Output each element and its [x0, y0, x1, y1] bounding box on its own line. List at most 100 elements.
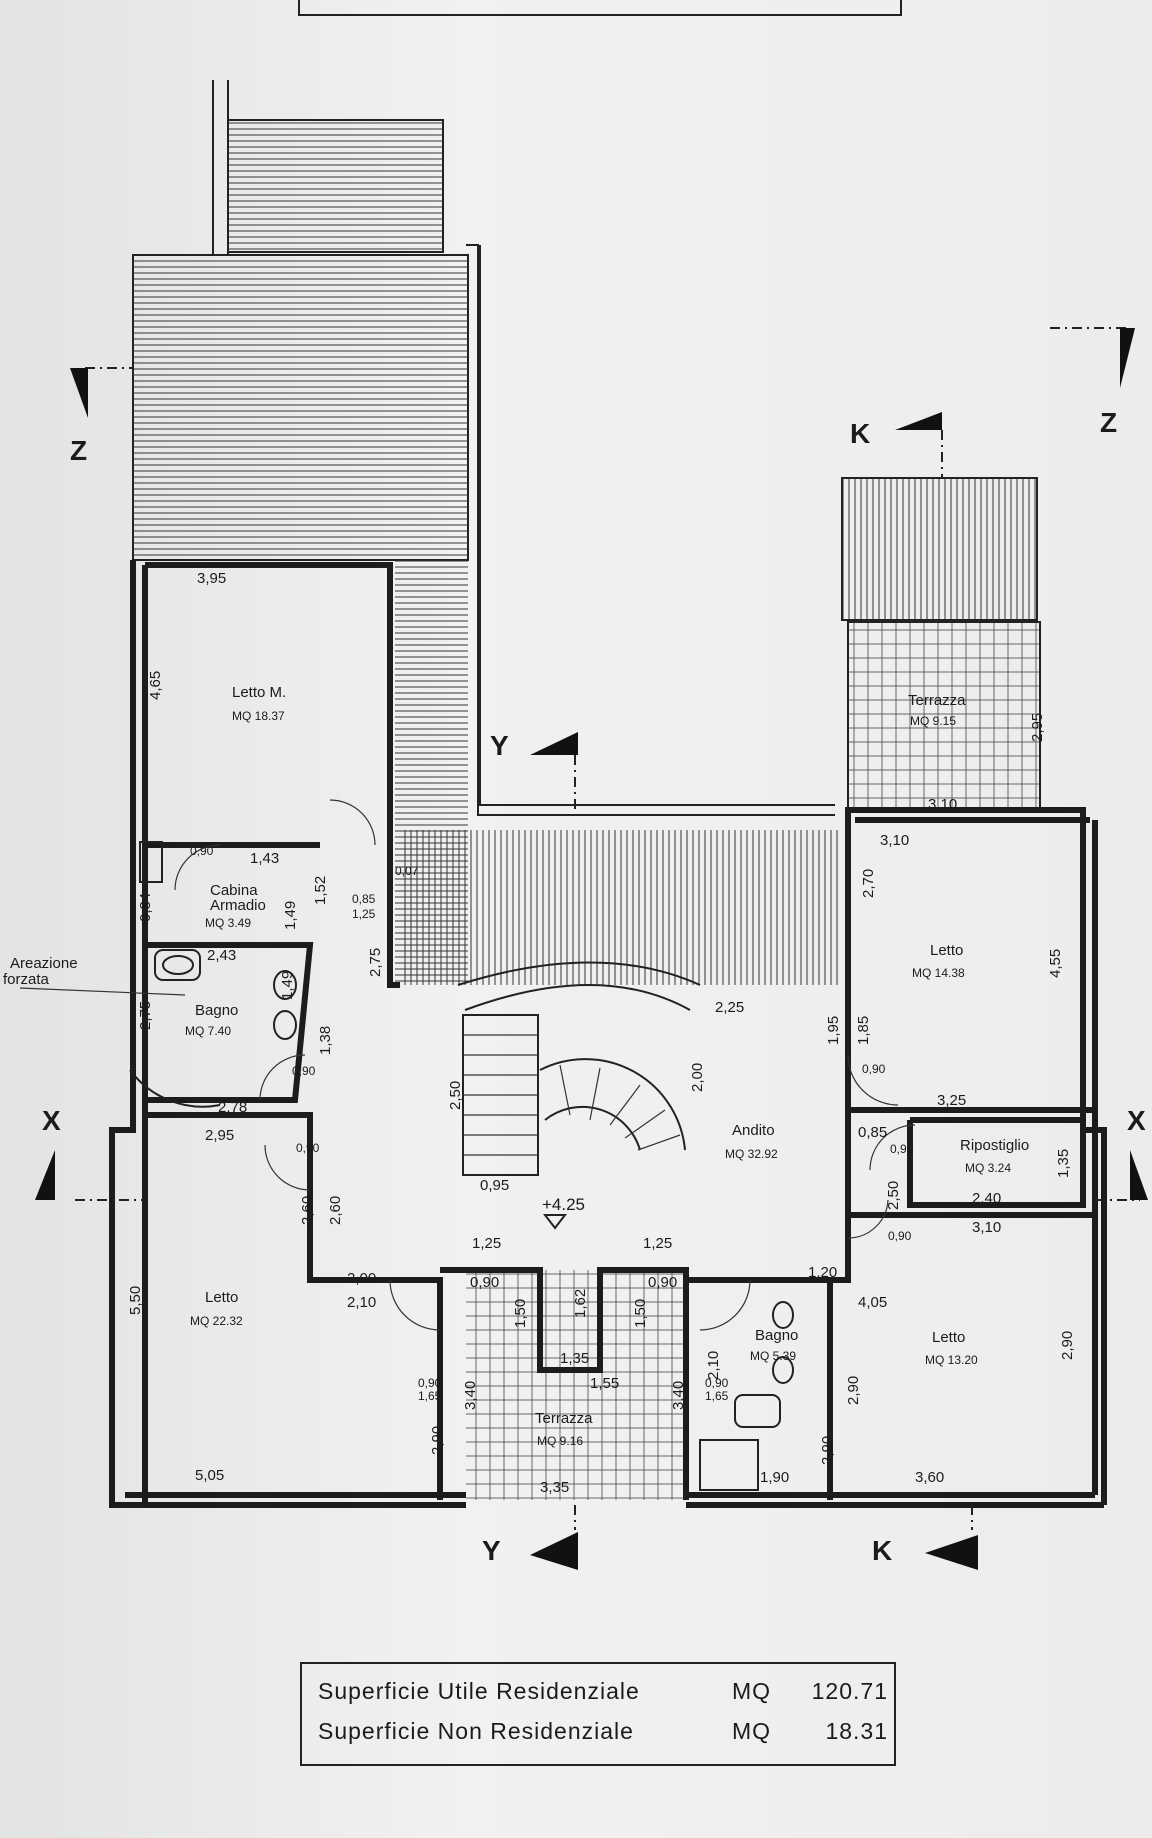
svg-text:3,60: 3,60	[915, 1469, 944, 1486]
section-label-z-right: Z	[1100, 407, 1117, 438]
legend-label: Superficie Non Residenziale	[318, 1718, 634, 1744]
room-name-letto-2: Letto	[930, 942, 963, 959]
section-label-z-left: Z	[70, 435, 87, 466]
svg-text:2,00: 2,00	[347, 1270, 376, 1287]
title-block-edge	[298, 0, 902, 16]
svg-text:0,90: 0,90	[292, 1064, 316, 1078]
room-name-bagno-2: Bagno	[755, 1327, 798, 1344]
svg-text:0,07: 0,07	[395, 864, 419, 878]
legend-unit: MQ	[732, 1678, 772, 1704]
svg-text:0,84: 0,84	[137, 893, 154, 922]
dimensions: 3,95 1,43 2,43 2,78 2,95 5,05 2,00 2,10 …	[195, 570, 1001, 1496]
section-label-y-bottom: Y	[482, 1535, 501, 1566]
svg-text:0,85: 0,85	[352, 892, 376, 906]
svg-text:2,90: 2,90	[845, 1376, 862, 1405]
svg-text:3,10: 3,10	[928, 796, 957, 813]
section-label-k-top: K	[850, 418, 870, 449]
svg-text:0,95: 0,95	[480, 1177, 509, 1194]
svg-text:3,40: 3,40	[462, 1381, 479, 1410]
svg-text:1,49: 1,49	[279, 971, 296, 1000]
legend-unit: MQ	[732, 1718, 772, 1744]
svg-text:2,95: 2,95	[205, 1127, 234, 1144]
svg-text:0,90: 0,90	[190, 844, 214, 858]
svg-text:0,85: 0,85	[858, 1124, 887, 1141]
room-name-andito: Andito	[732, 1122, 775, 1139]
svg-text:1,38: 1,38	[317, 1026, 334, 1055]
note-line-1: Areazione	[10, 955, 78, 972]
room-name-terrazza-1: Terrazza	[535, 1410, 593, 1427]
svg-text:3,10: 3,10	[972, 1219, 1001, 1236]
svg-text:1,43: 1,43	[250, 850, 279, 867]
door-sizes: 0,90 0,90 0,90 0,90 0,90 0,90 0,90 1,65 …	[190, 844, 914, 1403]
svg-text:3,10: 3,10	[880, 832, 909, 849]
room-area-letto-3: MQ 13.20	[925, 1353, 978, 1367]
section-label-k-bottom: K	[872, 1535, 892, 1566]
room-area-bagno-1: MQ 7.40	[185, 1024, 231, 1038]
room-name-ripostiglio: Ripostiglio	[960, 1137, 1029, 1154]
svg-text:3,40: 3,40	[670, 1381, 687, 1410]
room-name-letto-m: Letto M.	[232, 684, 286, 701]
room-name-letto-1: Letto	[205, 1289, 238, 1306]
svg-text:3,35: 3,35	[540, 1479, 569, 1496]
room-area-letto-2: MQ 14.38	[912, 966, 965, 980]
room-area-andito: MQ 32.92	[725, 1147, 778, 1161]
svg-text:2,25: 2,25	[715, 999, 744, 1016]
section-label-x-right: X	[1127, 1105, 1146, 1136]
room-area-letto-m: MQ 18.37	[232, 709, 285, 723]
room-name-letto-3: Letto	[932, 1329, 965, 1346]
svg-text:2,78: 2,78	[218, 1099, 247, 1116]
svg-text:2,50: 2,50	[885, 1181, 902, 1210]
svg-text:3,25: 3,25	[937, 1092, 966, 1109]
room-area-cabina: MQ 3.49	[205, 916, 251, 930]
room-area-ripostiglio: MQ 3.24	[965, 1161, 1011, 1175]
svg-text:0,90: 0,90	[888, 1229, 912, 1243]
svg-text:1,62: 1,62	[572, 1289, 589, 1318]
svg-text:1,65: 1,65	[705, 1389, 729, 1403]
svg-text:5,50: 5,50	[127, 1286, 144, 1315]
legend-label: Superficie Utile Residenziale	[318, 1678, 640, 1704]
section-labels: Z Z K K Y Y X X	[42, 407, 1146, 1566]
room-area-letto-1: MQ 22.32	[190, 1314, 243, 1328]
walls	[109, 560, 1107, 1508]
svg-text:5,05: 5,05	[195, 1467, 224, 1484]
room-area-bagno-2: MQ 5.39	[750, 1349, 796, 1363]
svg-text:0,90: 0,90	[862, 1062, 886, 1076]
svg-text:4,65: 4,65	[147, 671, 164, 700]
svg-text:3,95: 3,95	[197, 570, 226, 587]
svg-text:2,60: 2,60	[299, 1196, 316, 1225]
svg-text:1,35: 1,35	[1055, 1149, 1072, 1178]
svg-text:1,55: 1,55	[590, 1375, 619, 1392]
door-swings	[129, 799, 916, 1331]
svg-text:0,90: 0,90	[418, 1376, 442, 1390]
svg-text:1,25: 1,25	[352, 907, 376, 921]
svg-text:0,90: 0,90	[890, 1142, 914, 1156]
svg-text:2,75: 2,75	[367, 948, 384, 977]
sanitary-fixtures	[154, 949, 794, 1428]
svg-text:2,90: 2,90	[819, 1436, 836, 1465]
svg-text:1,50: 1,50	[512, 1299, 529, 1328]
svg-text:1,52: 1,52	[312, 876, 329, 905]
svg-text:0,90: 0,90	[705, 1376, 729, 1390]
svg-text:1,50: 1,50	[632, 1299, 649, 1328]
room-area-terrazza-2: MQ 9.15	[910, 714, 956, 728]
svg-text:1,85: 1,85	[855, 1016, 872, 1045]
svg-text:2,40: 2,40	[972, 1190, 1001, 1207]
legend-value: 120.71	[811, 1678, 888, 1704]
svg-text:2,43: 2,43	[207, 947, 236, 964]
svg-text:2,00: 2,00	[689, 1063, 706, 1092]
svg-text:0,90: 0,90	[648, 1274, 677, 1291]
svg-text:1,25: 1,25	[643, 1235, 672, 1252]
svg-text:1,25: 1,25	[472, 1235, 501, 1252]
svg-text:1,95: 1,95	[825, 1016, 842, 1045]
svg-text:2,50: 2,50	[447, 1081, 464, 1110]
svg-text:4,05: 4,05	[858, 1294, 887, 1311]
svg-text:0,90: 0,90	[470, 1274, 499, 1291]
svg-text:1,90: 1,90	[760, 1469, 789, 1486]
annotations: Areazione forzata +4.25	[3, 955, 585, 1214]
section-lines	[35, 327, 1148, 1570]
surface-summary-table: Superficie Utile Residenziale MQ 120.71 …	[300, 1662, 896, 1766]
section-label-x-left: X	[42, 1105, 61, 1136]
